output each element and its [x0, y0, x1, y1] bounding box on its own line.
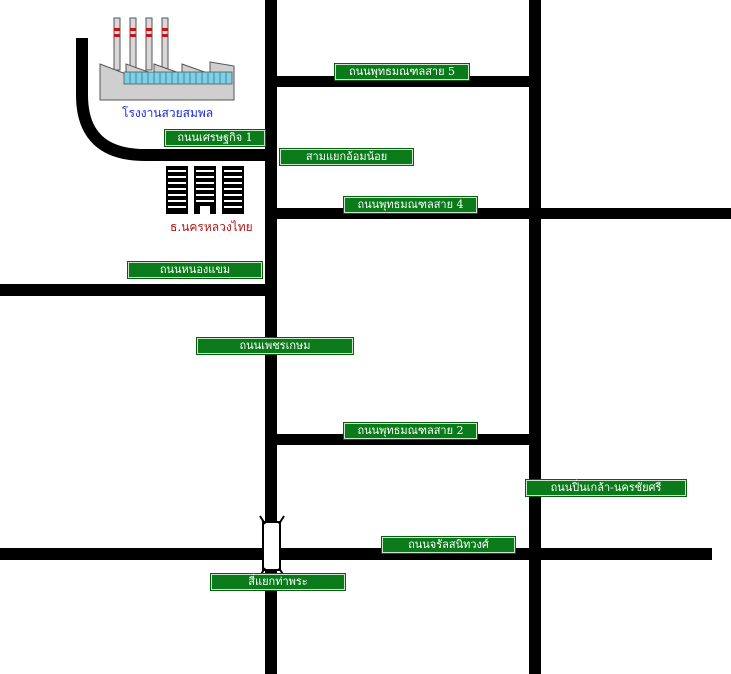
- road-charan-sanitwong: [0, 548, 712, 560]
- factory-icon: [98, 14, 236, 102]
- road-phutthamonthon-5: [271, 76, 541, 87]
- overpass-icon: [259, 515, 285, 577]
- label-pinklao-nakhon-chai-si: ถนนปิ่นเกล้า-นครชัยศรี: [526, 480, 686, 496]
- bank-name: ธ.นครหลวงไทย: [170, 220, 253, 234]
- road-phutthamonthon-2: [271, 434, 541, 445]
- label-phutthamonthon-2: ถนนพุทธมณฑลสาย 2: [344, 423, 477, 439]
- road-phutthamonthon-4: [271, 208, 731, 219]
- curved-road: [76, 38, 272, 161]
- label-phet-kasem: ถนนเพชรเกษม: [197, 338, 353, 354]
- label-setthakit-1: ถนนเศรษฐกิจ 1: [165, 130, 265, 146]
- label-nong-khaem: ถนนหนองแขม: [128, 262, 262, 278]
- label-phutthamonthon-5: ถนนพุทธมณฑลสาย 5: [335, 64, 469, 80]
- bank-building-icon: [166, 166, 244, 216]
- factory-name: โรงงานสวยสมพล: [122, 106, 214, 120]
- label-si-yaek-tha-phra: สี่แยกท่าพระ: [211, 574, 345, 590]
- main-vertical-road: [265, 0, 277, 674]
- label-charan-sanitwong: ถนนจรัลสนิทวงศ์: [382, 537, 515, 553]
- label-sam-yaek-om-noi: สามแยกอ้อมน้อย: [280, 149, 413, 165]
- label-phutthamonthon-4: ถนนพุทธมณฑลสาย 4: [344, 197, 477, 213]
- right-vertical-road: [529, 0, 541, 674]
- road-nong-khaem: [0, 284, 277, 296]
